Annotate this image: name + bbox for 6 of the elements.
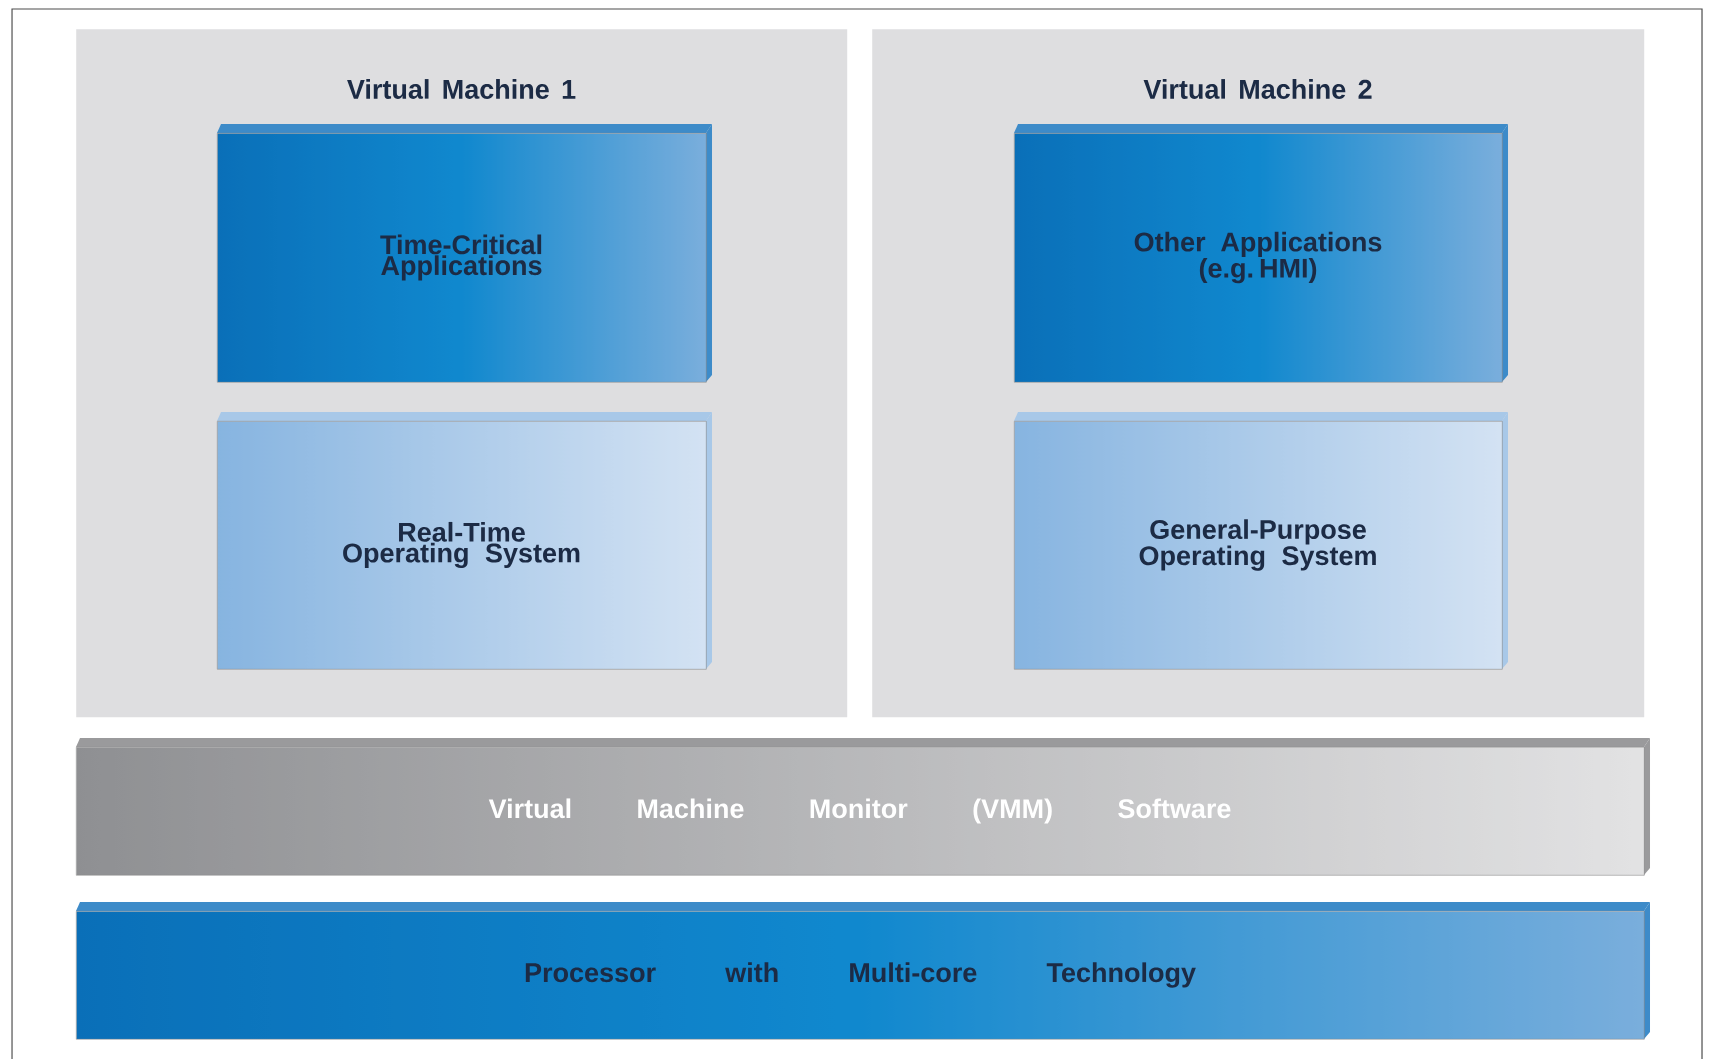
- app-box: Processor with Multi-core Technology: [76, 902, 1650, 1040]
- app-box: Other Applications (e.g. HMI): [1014, 124, 1508, 383]
- os-box: General-Purpose Operating System: [1014, 412, 1508, 670]
- monitor-bar: Virtual Machine Monitor (VMM) Software: [76, 738, 1650, 876]
- os-box: Real-Time Operating System: [217, 412, 712, 670]
- app-box: Time-Critical Applications: [217, 124, 712, 383]
